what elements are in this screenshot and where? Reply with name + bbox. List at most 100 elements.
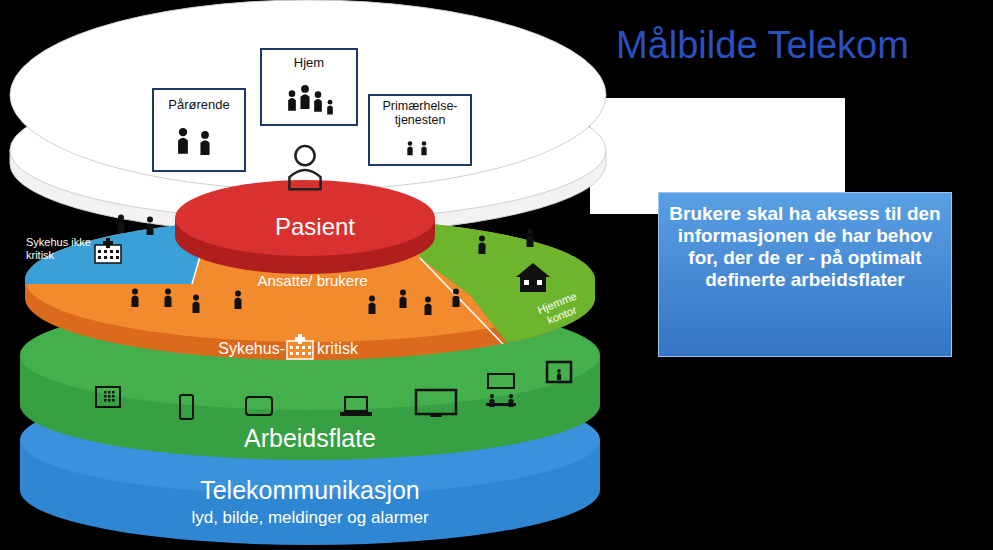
- family-icon: [178, 128, 188, 154]
- staff-icon: [425, 297, 432, 316]
- person-head: [295, 146, 314, 165]
- person-body: [193, 302, 200, 314]
- relatives-box: Pårørende: [152, 88, 246, 172]
- node-text: Pasient: [230, 213, 400, 241]
- person-head: [179, 128, 187, 136]
- person-head: [147, 217, 153, 223]
- monitor-stand: [430, 414, 442, 417]
- phone-key: [104, 395, 107, 398]
- person-head: [193, 295, 199, 301]
- person-body: [327, 105, 333, 114]
- hospital-window: [98, 256, 101, 259]
- node-text: Arbeidsflate: [190, 424, 430, 453]
- hospital-window: [290, 352, 293, 355]
- person-head: [479, 236, 485, 242]
- hospital-window: [98, 250, 101, 253]
- person-outline-icon: [289, 146, 320, 189]
- phone-key: [104, 399, 107, 402]
- goal-callout-box: Brukere skal ha aksess til den informasj…: [658, 192, 952, 357]
- goal-callout-fill: [658, 192, 952, 357]
- phone-key: [108, 391, 111, 394]
- phone-key: [108, 395, 111, 398]
- person-head: [315, 91, 322, 98]
- node-text: Primærhelse- tjenesten: [372, 99, 468, 128]
- hospital-cross: [103, 238, 113, 248]
- person-head: [400, 290, 406, 296]
- house-window: [537, 280, 542, 285]
- person-body: [235, 298, 242, 310]
- phone-key: [104, 391, 107, 394]
- staff-icon: [453, 289, 460, 308]
- person-head: [490, 394, 494, 398]
- hospital-window: [308, 346, 311, 349]
- hospital-window: [104, 256, 107, 259]
- person-head: [201, 131, 209, 139]
- desk-phone-icon: [96, 387, 120, 407]
- meeting-table-icon: [486, 403, 516, 406]
- phone-key: [112, 399, 115, 402]
- family-icon: [288, 90, 296, 110]
- hospital-cross: [295, 334, 305, 344]
- person-body: [178, 138, 188, 154]
- node-text: Sykehus-: [205, 340, 285, 358]
- house-body: [520, 276, 546, 292]
- person-head: [369, 296, 375, 302]
- staff-icon: [118, 215, 125, 234]
- person-head: [328, 100, 333, 105]
- hospital-window: [116, 256, 119, 259]
- person-body: [147, 224, 154, 236]
- video-person-icon: [557, 369, 561, 380]
- person-body: [314, 99, 322, 112]
- person-body: [425, 304, 432, 316]
- person-head: [118, 215, 124, 221]
- person-head: [422, 141, 427, 146]
- node-text: Pårørende: [154, 98, 244, 113]
- phone-key: [108, 399, 111, 402]
- layer-sectors: [20, 205, 610, 370]
- node-text: Ansatte/ brukere: [255, 272, 370, 289]
- tablet-icon: [246, 397, 272, 415]
- hospital-window: [290, 346, 293, 349]
- telecom-band: Telekommunikasjon lyd, bilde, meldinger o…: [130, 476, 490, 542]
- node-text: lyd, bilde, meldinger og alarmer: [130, 508, 490, 528]
- hospital-window: [296, 352, 299, 355]
- person-body: [118, 222, 125, 234]
- staff-icon: [147, 217, 154, 236]
- person-body: [165, 296, 172, 308]
- person-head: [235, 291, 241, 297]
- hospital-window: [110, 250, 113, 253]
- node-text: Sykehus ikke kritisk: [26, 236, 96, 261]
- staff-icon: [165, 289, 172, 308]
- person-body: [557, 373, 561, 380]
- person-body: [527, 236, 534, 248]
- hospital-window: [296, 346, 299, 349]
- monitor-icon: [416, 390, 456, 414]
- house-icon: [516, 263, 550, 292]
- house-roof: [516, 263, 550, 277]
- person-body: [479, 243, 486, 255]
- phone-key: [112, 391, 115, 394]
- person-body: [369, 303, 376, 315]
- family-icon: [300, 85, 309, 109]
- hospital-window: [308, 352, 311, 355]
- hospital-window: [104, 250, 107, 253]
- person-head: [425, 297, 431, 303]
- staff-icon: [479, 236, 486, 255]
- person-body: [400, 297, 407, 309]
- patient-disc-label: Pasient: [230, 212, 400, 246]
- person-body: [289, 170, 320, 189]
- person-head: [527, 229, 533, 235]
- phone-key: [112, 395, 115, 398]
- person-body: [132, 296, 139, 308]
- health-worker-icon: [407, 141, 412, 155]
- device-icons: [96, 362, 571, 419]
- hospital-window: [302, 352, 305, 355]
- sector-edge: [420, 258, 528, 370]
- staff-icon: [400, 290, 407, 309]
- meeting-screen-icon: [488, 374, 514, 388]
- person-body: [200, 140, 209, 155]
- laptop-base-icon: [340, 412, 372, 416]
- node-text: Telekommunikasjon: [130, 476, 490, 505]
- person-head: [132, 289, 138, 295]
